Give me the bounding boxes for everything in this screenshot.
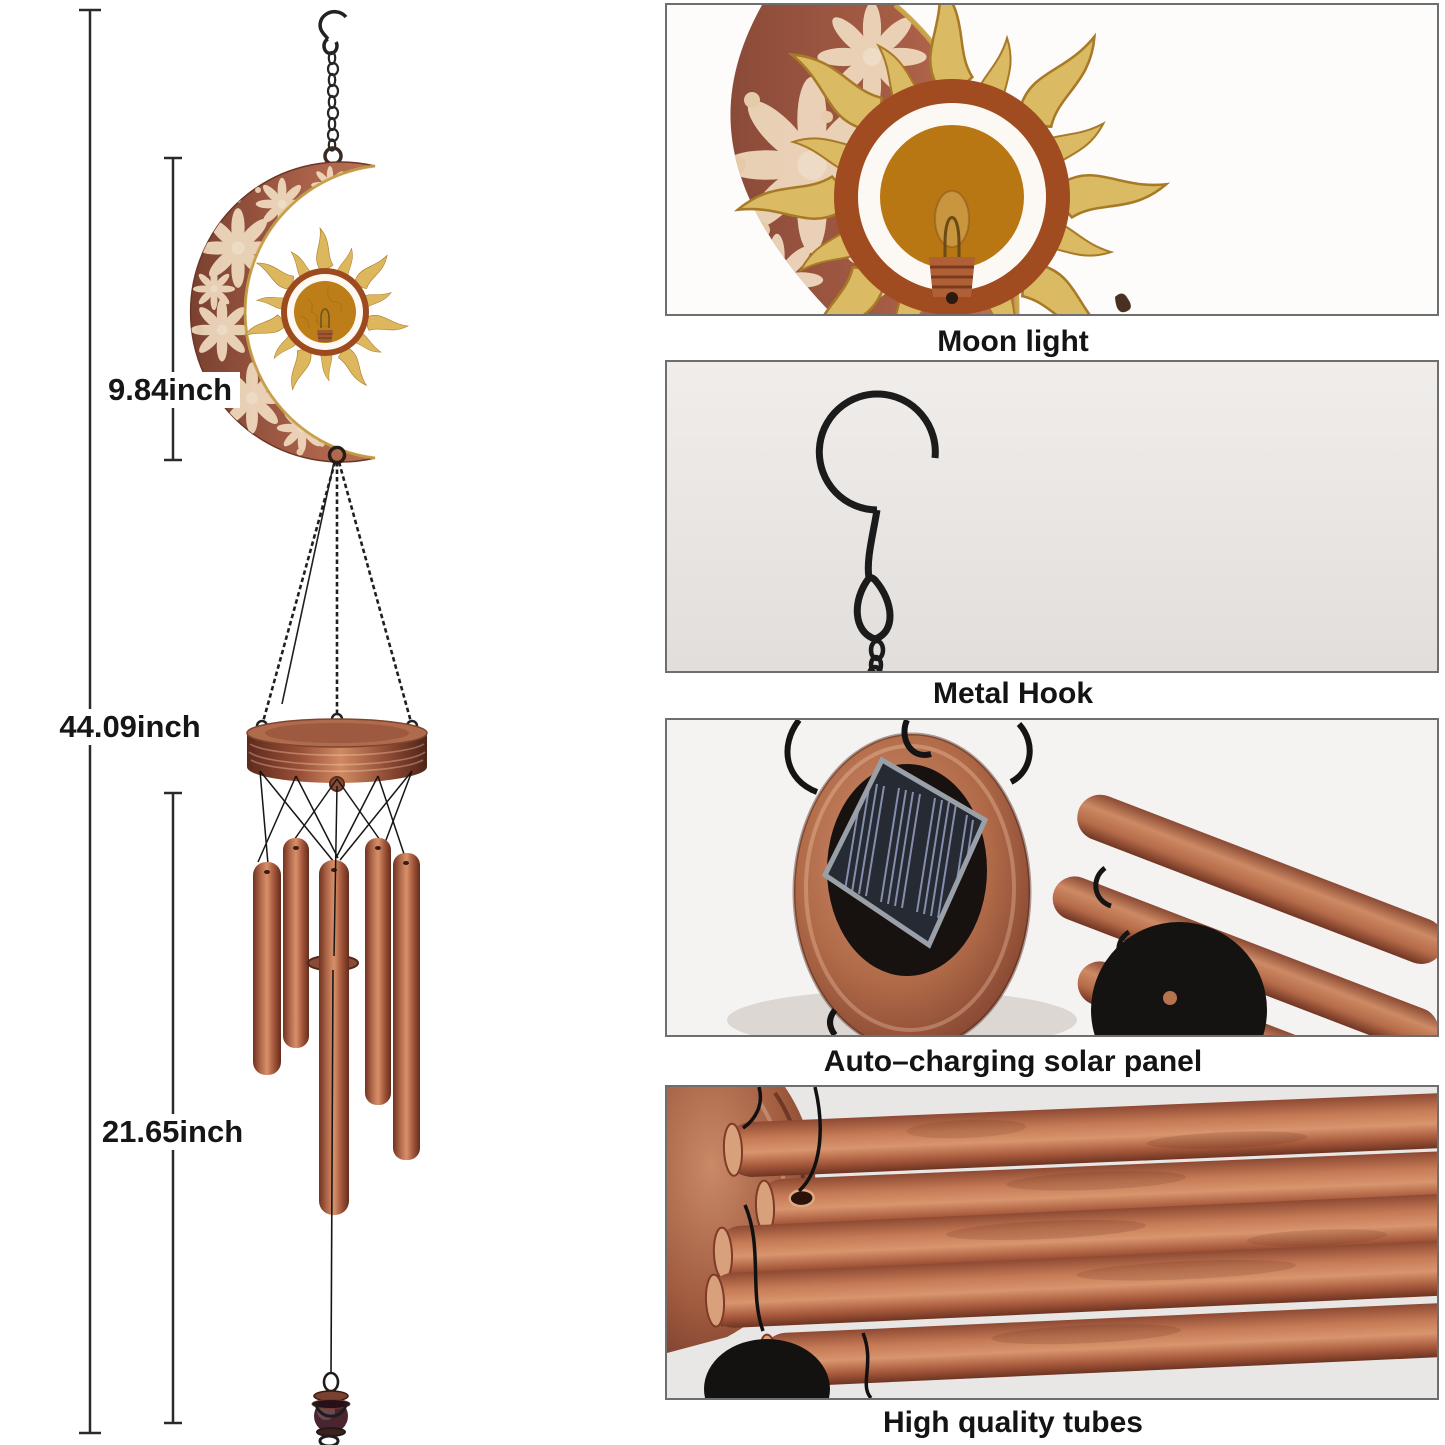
tube-strings-closeup [741,1087,873,1398]
tube-closeup [712,1193,1437,1281]
glass-globe [294,281,356,343]
dimension-label-lower-section: 21.65inch [95,1114,250,1150]
tube-closeup [754,1150,1437,1234]
panel-caption-metal-hook: Metal Hook [932,677,1094,710]
tube-closeup [722,1092,1437,1177]
hanging-hook [318,10,348,56]
corner-detail-mark [1115,293,1131,313]
tube-hole [788,1188,815,1208]
panel-caption-solar: Auto–charging solar panel [823,1045,1203,1078]
hanger-hooks [784,720,1033,1035]
glass-globe-closeup [880,125,1024,304]
tube-closeups [704,1092,1437,1387]
tubes-photo [667,1087,1437,1398]
sun-closeup [736,5,1168,314]
hook-chain [867,638,886,671]
dimension-label-upper-section: 9.84inch [100,372,240,408]
tube-strings [257,770,413,865]
panel-caption-moon-light: Moon light [937,325,1089,358]
metal-hook-photo [667,362,1437,671]
chime-tube [393,853,420,1160]
clapper-disc-closeup [1091,922,1267,1035]
panel-caption-tubes: High quality tubes [882,1406,1143,1439]
clapper-string [333,785,338,957]
clapper-disc-edge [704,1339,830,1398]
solar-ring-housing [246,712,428,792]
solar-housing [792,732,1032,1035]
tube-closeup [704,1239,1437,1328]
dimension-line-upper-section [164,156,182,462]
solar-panel-photo [667,720,1437,1035]
detail-panel-solar [665,718,1439,1037]
detail-panel-tubes [665,1085,1439,1400]
chime-tube [283,838,309,1048]
chime-tube [365,838,391,1105]
dimension-label-total-height: 44.09inch [55,709,205,745]
s-hook [815,390,939,643]
sun-medallion [240,227,410,392]
dimension-line-lower-section [164,791,182,1425]
suspension-chains [261,461,413,723]
hanging-chain [326,50,340,152]
detail-panel-moon-light [665,3,1439,316]
detail-panel-metal-hook [665,360,1439,673]
wind-catcher-string [330,969,334,1375]
chime-tubes [253,838,420,1215]
chime-tube [319,860,349,1215]
chime-tube [253,862,281,1075]
wind-catcher-lantern [311,1371,351,1445]
moon-light-photo [667,5,1437,314]
